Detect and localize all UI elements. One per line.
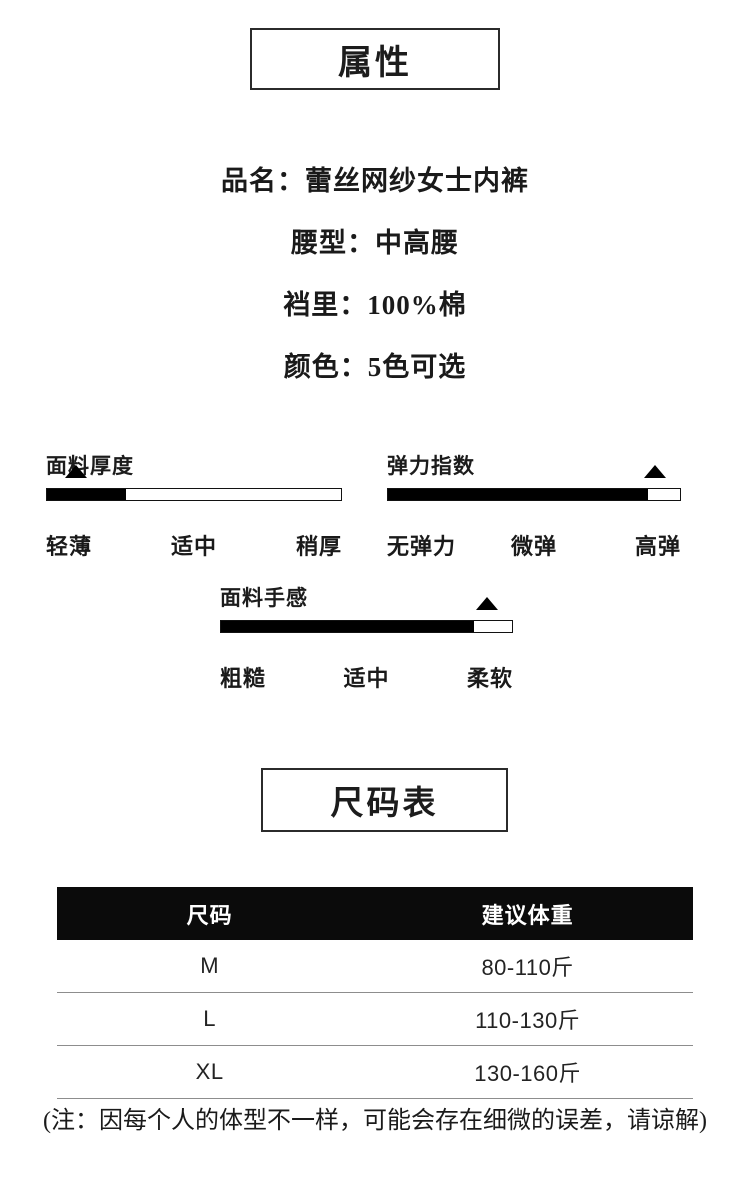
slider-fabric-thickness-fill [47,489,127,500]
slider-elasticity-index-labels: 无弹力 微弹 高弹 [387,529,681,559]
slider-elasticity-index-label-low: 无弹力 [387,534,457,559]
slider-elasticity-index-title: 弹力指数 [387,455,475,478]
slider-fabric-handfeel-labels: 粗糙 适中 柔软 [220,661,513,691]
attributes-title-text: 属性 [338,44,412,82]
attribute-item-crotch-lining: 裆里：100%棉 [283,290,467,320]
table-cell-weight: 110-130斤 [362,992,693,1046]
slider-fabric-thickness-marker-icon [64,465,87,478]
slider-fabric-handfeel-label-mid: 适中 [343,666,390,691]
slider-fabric-thickness-label-low: 轻薄 [46,534,93,559]
table-cell-size: XL [57,1045,363,1099]
slider-elasticity-index-label-mid: 微弹 [510,534,558,559]
size-chart-section-title: 尺码表 [261,768,508,832]
slider-elasticity-index-label-high: 高弹 [634,534,681,559]
slider-fabric-thickness-labels: 轻薄 适中 稍厚 [46,529,342,559]
table-cell-weight: 80-110斤 [362,940,693,993]
size-chart-table: 尺码 建议体重 M 80-110斤 L 110-130斤 XL 130-160斤 [57,887,693,1099]
table-header-weight: 建议体重 [362,887,693,940]
slider-fabric-thickness-label-high: 稍厚 [295,534,342,559]
attribute-item-color: 颜色：5色可选 [283,352,467,382]
slider-fabric-handfeel-marker-icon [475,597,498,610]
slider-fabric-handfeel-label-high: 柔软 [466,666,513,691]
slider-fabric-handfeel-track [220,620,513,633]
size-chart-note: (注：因每个人的体型不一样，可能会存在细微的误差，请谅解) [43,1108,707,1134]
attribute-item-product-name: 品名：蕾丝网纱女士内裤 [221,166,529,196]
table-cell-size: L [57,992,363,1046]
table-row: XL 130-160斤 [57,1045,693,1099]
slider-elasticity-index-track [387,488,681,501]
attributes-list: 品名：蕾丝网纱女士内裤 腰型：中高腰 裆里：100%棉 颜色：5色可选 [0,150,750,398]
slider-elasticity-index-fill [388,489,648,500]
table-row: L 110-130斤 [57,992,693,1046]
slider-fabric-handfeel: 面料手感 粗糙 适中 柔软 [220,582,513,691]
table-header-size: 尺码 [57,887,363,940]
slider-fabric-thickness-label-mid: 适中 [170,534,218,559]
table-cell-size: M [57,940,363,993]
table-header-row: 尺码 建议体重 [57,887,693,940]
table-row: M 80-110斤 [57,940,693,993]
slider-fabric-thickness-track [46,488,342,501]
slider-elasticity-index-marker-icon [643,465,666,478]
size-chart-title-text: 尺码表 [330,786,439,822]
slider-fabric-handfeel-label-low: 粗糙 [220,666,267,691]
table-cell-weight: 130-160斤 [362,1045,693,1099]
slider-elasticity-index: 弹力指数 无弹力 微弹 高弹 [387,450,681,559]
attributes-section-title: 属性 [250,28,500,90]
slider-fabric-handfeel-fill [221,621,475,632]
attribute-item-waist-type: 腰型：中高腰 [291,228,459,258]
slider-fabric-thickness: 面料厚度 轻薄 适中 稍厚 [46,450,342,559]
slider-fabric-thickness-title: 面料厚度 [46,455,134,478]
slider-fabric-handfeel-title: 面料手感 [220,587,308,610]
